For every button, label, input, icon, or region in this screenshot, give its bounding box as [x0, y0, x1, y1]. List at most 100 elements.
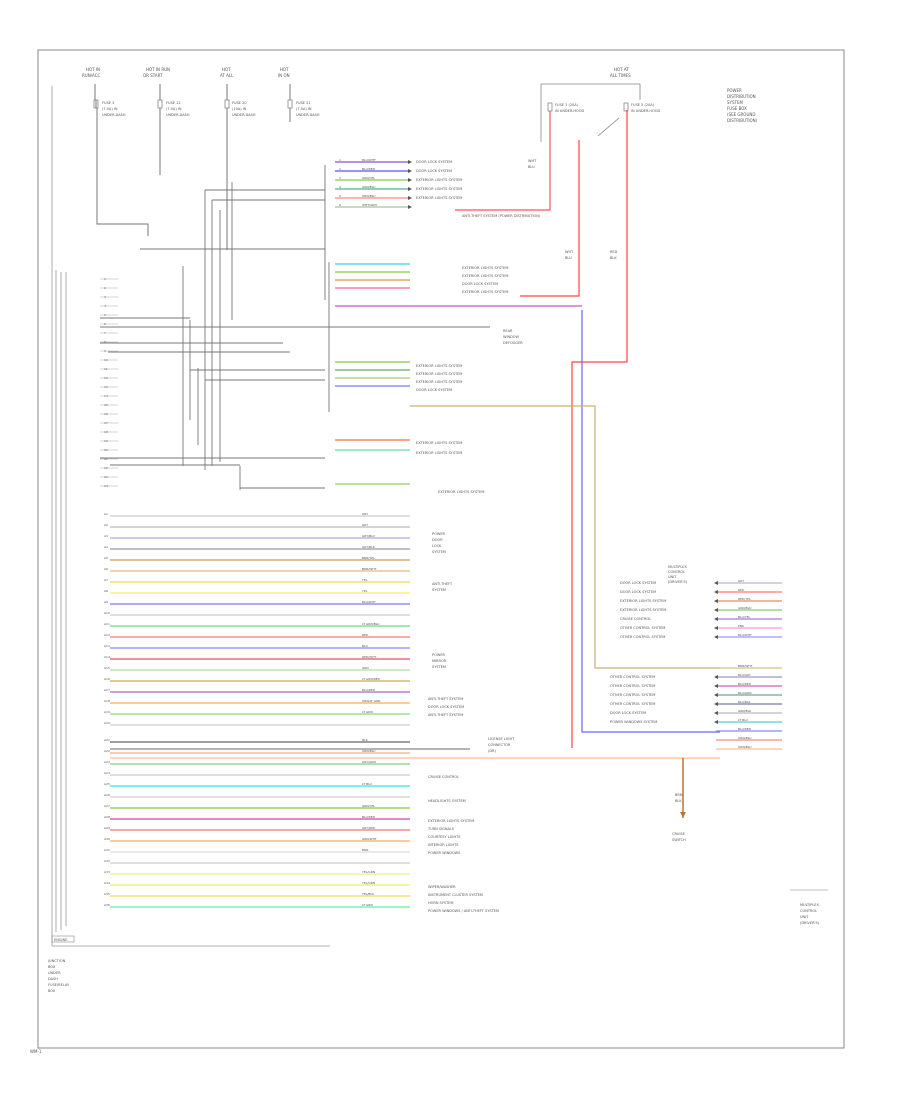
fuse-4-line-2: IN ON: [278, 73, 290, 78]
right-connector-label: GRY: [738, 579, 744, 583]
mid-group-1-item-4: EXTERIOR LIGHTS SYSTEM: [462, 290, 508, 294]
lower-wire-label: YEL: [362, 589, 368, 593]
power-distribution-note: POWER DISTRIBUTION SYSTEM FUSE BOX (SEE …: [727, 88, 758, 123]
lower-wire-label: BLU/RED: [362, 815, 376, 819]
mid-group-2-item-1: EXTERIOR LIGHTS SYSTEM: [416, 364, 462, 368]
diagram-code: WM-1: [30, 1049, 42, 1054]
lower-wire-label: BRN/YEL: [362, 556, 375, 560]
cruise-switch-drop: CRUISE SWITCH: [672, 758, 686, 842]
lower-wire-pin: A13: [104, 644, 110, 648]
fuse-3-line-2: AT ALL: [220, 73, 234, 78]
lower-wire-pin: A21: [104, 738, 110, 742]
fuse-header-4: HOT IN ON: [278, 67, 290, 78]
junction-box-tag: ENGINE: [54, 938, 67, 942]
lower-wire-pin: A30: [104, 837, 110, 841]
lower-list-7: POWER WINDOWS: [428, 851, 461, 855]
lower-wire-label: YEL: [362, 578, 368, 582]
lower-wire-pin: A19: [104, 710, 110, 714]
lower-wire-pin: A20: [104, 721, 110, 725]
fuse-header-1: HOT IN RUN/ACC: [82, 67, 101, 78]
tan-riser: [410, 405, 720, 669]
lower-list-6: INTERIOR LIGHTS: [428, 843, 459, 847]
license-2: CONNECTOR: [488, 743, 511, 747]
right-connector-label: ORN/BLU: [738, 745, 751, 749]
right-connector-title-line: (DRIVER'S): [668, 580, 688, 584]
lower-wire-label: YEL/GRN: [362, 870, 375, 874]
right-connector-title-line: UNIT: [668, 575, 677, 579]
lower-wire-pin: A35: [104, 892, 110, 896]
wire-note-1b: BLU: [528, 165, 535, 169]
license-3: (DR): [488, 749, 496, 753]
wire-note-2a: WHT: [565, 250, 574, 254]
keyless-3: ANTI-THEFT SYSTEM: [428, 713, 463, 717]
power-box-labels: FUSE 1 (20A)IN UNDER-HOOD FUSE 5 (20A)IN…: [555, 103, 661, 113]
lower-wire-label: ORN/BLU: [362, 749, 375, 753]
top-bus-pin: 5: [339, 194, 341, 198]
mid-group-2-item-2: EXTERIOR LIGHTS SYSTEM: [416, 372, 462, 376]
mid-group-1-item-1: EXTERIOR LIGHTS SYSTEM: [462, 266, 508, 270]
lower-wire-label: GRY/RED: [362, 826, 376, 830]
svg-text:UNDER-DASH: UNDER-DASH: [102, 113, 126, 117]
diagram-frame: [37, 49, 845, 1049]
fuse-1-line-1: HOT IN: [86, 67, 100, 72]
svg-text:(7.5A) IN: (7.5A) IN: [296, 107, 312, 111]
lower-wire-pin: A6: [104, 567, 108, 571]
lower-wire-pin: A31: [104, 848, 110, 852]
lower-wire-pin: A16: [104, 677, 110, 681]
right-connector-dest: DOOR LOCK SYSTEM: [610, 711, 646, 715]
right-note-3: UNIT: [800, 915, 809, 919]
lower-wire-pin: A2: [104, 523, 108, 527]
svg-text:(10A) IN: (10A) IN: [232, 107, 247, 111]
top-bus-wire-label: BLU/RED: [362, 167, 376, 171]
power-door-1: POWER: [432, 532, 446, 536]
mid-group-1-item-3: DOOR LOCK SYSTEM: [462, 282, 498, 286]
cruise-switch-2: SWITCH: [672, 838, 686, 842]
right-connector-row: OTHER CONTROL SYSTEM BLU/GRY: [610, 673, 782, 679]
lower-wire-pin: A15: [104, 666, 110, 670]
power-note-4: FUSE BOX: [727, 106, 747, 111]
wire-note-2b: BLU: [565, 256, 572, 260]
lower-wire-label: LT GRN: [362, 903, 373, 907]
mid-group-1-item-2: EXTERIOR LIGHTS SYSTEM: [462, 274, 508, 278]
lower-wire-pin: A3: [104, 534, 108, 538]
power-mirror-2: MIRROR: [432, 659, 447, 663]
right-connector-label: RED: [738, 588, 745, 592]
right-connector-label: RED/YEL: [738, 597, 751, 601]
lower-wire-pin: A11: [104, 622, 110, 626]
lower-wire-label: GRY: [362, 512, 368, 516]
mid-group-4-item: EXTERIOR LIGHTS SYSTEM: [438, 490, 484, 494]
top-bus-pin: 1: [339, 158, 341, 162]
lower-list-3: EXTERIOR LIGHTS SYSTEM: [428, 819, 474, 823]
rear-defogger-block: REAR WINDOW DEFOGGER: [335, 326, 523, 345]
right-side-note: MULTIPLEX CONTROL UNIT (DRIVER'S): [790, 889, 828, 925]
right-connector-row: ORN/BLU: [716, 736, 782, 741]
svg-text:(7.5A) IN: (7.5A) IN: [166, 107, 182, 111]
svg-text:FUSE 12: FUSE 12: [166, 101, 181, 105]
lower-wire-pin: A10: [104, 611, 110, 615]
right-connector-label: PNK: [738, 624, 745, 628]
lower-wire-pin: A25: [104, 782, 110, 786]
lower-wire-label: ORN/LT GRN: [362, 699, 380, 703]
top-bus-dest: DOOR LOCK SYSTEM: [416, 169, 452, 173]
mid-group-3-item-2: EXTERIOR LIGHTS SYSTEM: [416, 451, 462, 455]
anti-theft-1: ANTI-THEFT: [432, 582, 453, 586]
right-connector-dest: OTHER CONTROL SYSTEM: [610, 675, 655, 679]
lower-wire-label: BLU: [362, 644, 368, 648]
lower-wire-pin: A17: [104, 688, 110, 692]
right-connector-label: BLU/GRY: [738, 673, 751, 677]
top-bus-dest: DOOR LOCK SYSTEM: [416, 160, 452, 164]
lower-wire: A13 BLU: [104, 644, 410, 649]
